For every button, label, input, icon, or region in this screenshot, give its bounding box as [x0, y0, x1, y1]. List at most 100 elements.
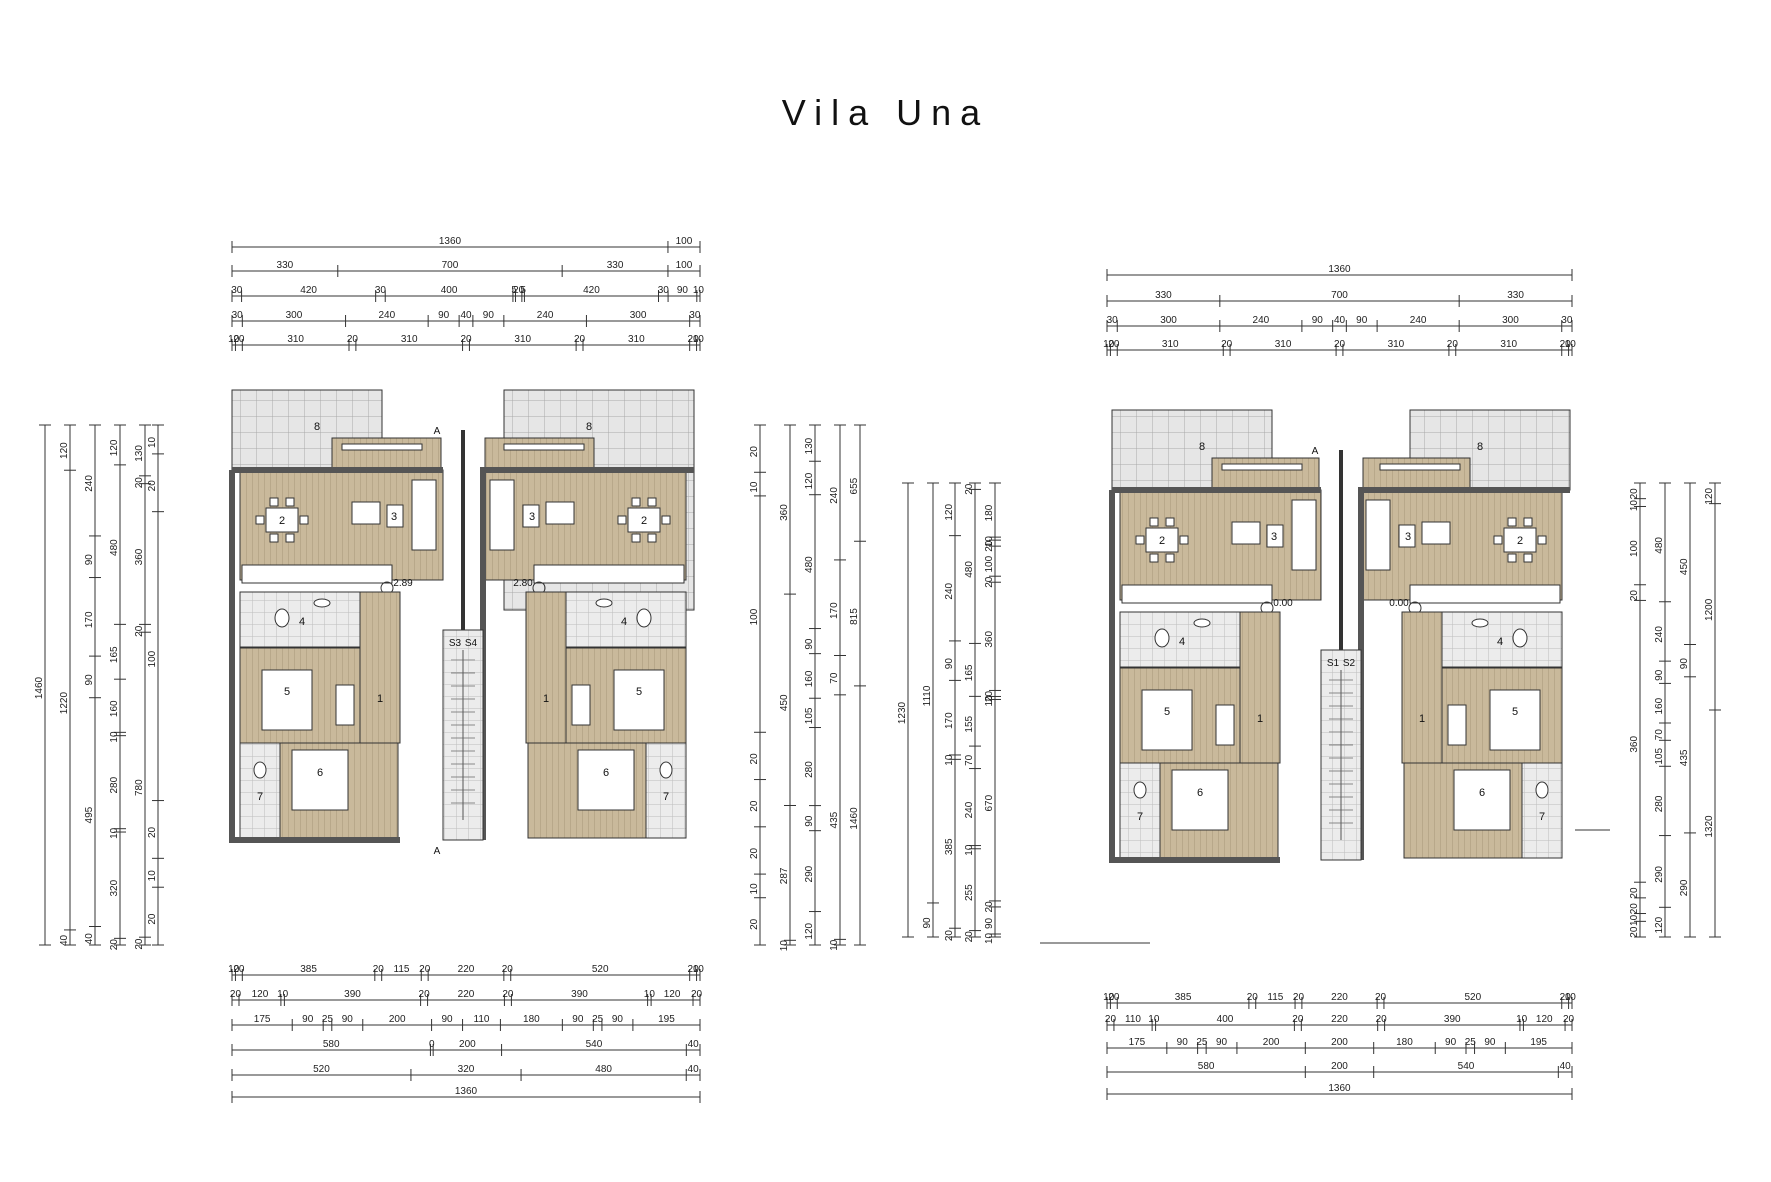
- dimension-label: 385: [300, 964, 317, 975]
- dimension-label: 10: [1565, 992, 1577, 1003]
- dimension-label: 435: [1679, 749, 1690, 766]
- dimension-label: 20: [147, 913, 158, 925]
- dimension-label: 90: [302, 1014, 314, 1025]
- dimension-label: 10: [693, 334, 705, 345]
- dimension-label: 390: [571, 989, 588, 1000]
- dimension-label: 20: [1293, 992, 1305, 1003]
- chair: [285, 497, 295, 507]
- dimension-label: 310: [628, 334, 645, 345]
- dimension-label: 310: [287, 334, 304, 345]
- dimension-label: 120: [252, 989, 269, 1000]
- dimension-label: 290: [1654, 866, 1665, 883]
- bathroom: [1441, 611, 1563, 668]
- dimension-label: 170: [829, 602, 840, 619]
- stair-label: S3: [449, 638, 462, 649]
- wc-room: [1119, 762, 1161, 859]
- level-label: 0.00: [1273, 598, 1293, 609]
- dimension-label: 360: [134, 548, 145, 565]
- dimension-label: 100: [984, 555, 995, 572]
- chair: [1135, 535, 1145, 545]
- room-number-hall: 1: [1419, 713, 1425, 725]
- dimension-label: 10: [984, 695, 995, 707]
- dimension-label: 220: [1331, 992, 1348, 1003]
- dimension-label: 10: [964, 844, 975, 856]
- dimension-label: 240: [84, 475, 95, 492]
- coffee-table: [386, 504, 404, 528]
- chair: [1523, 553, 1533, 563]
- dimension-label: 90: [84, 554, 95, 566]
- dimension-label: 450: [1679, 558, 1690, 575]
- chair: [269, 533, 279, 543]
- kitchen-counter: [533, 564, 685, 584]
- dimension-label: 300: [1502, 315, 1519, 326]
- dimension-label: 20: [230, 989, 242, 1000]
- dimension-label: 200: [389, 1014, 406, 1025]
- dimension-label: 700: [1331, 290, 1348, 301]
- exterior-wall: [229, 467, 443, 843]
- dimension-label: 20: [460, 334, 472, 345]
- dimension-label: 495: [84, 806, 95, 823]
- dimension-label: 90: [1216, 1037, 1228, 1048]
- dimension-label: 20: [502, 964, 514, 975]
- dimension-label: 40: [59, 934, 70, 946]
- dimension-label: 435: [829, 811, 840, 828]
- wc-room: [645, 742, 687, 839]
- dimension-label: 1320: [1704, 815, 1715, 838]
- dimension-label: 10: [228, 334, 240, 345]
- toilet-icon: [253, 761, 267, 779]
- fireplace: [341, 443, 423, 451]
- bed-double: [291, 749, 349, 811]
- dimension-label: 30: [231, 285, 243, 296]
- dimension-label: 255: [964, 884, 975, 901]
- bed-double: [1171, 769, 1229, 831]
- living-bay: [484, 437, 595, 473]
- dimension-label: 700: [442, 260, 459, 271]
- dimension-label: 10: [693, 964, 705, 975]
- dimension-label: 30: [689, 310, 701, 321]
- fireplace: [503, 443, 585, 451]
- dimension-label: 20: [419, 964, 431, 975]
- room-number-hall: 1: [1257, 713, 1263, 725]
- dimension-label: 240: [537, 310, 554, 321]
- dimension-label: 10: [1103, 339, 1115, 350]
- chair: [617, 515, 627, 525]
- dimension-label: 90: [483, 310, 495, 321]
- dimension-label: 195: [1530, 1037, 1547, 1048]
- living-bay: [331, 437, 442, 473]
- dimension-label: 200: [459, 1039, 476, 1050]
- dimension-label: 10: [693, 285, 705, 296]
- dimension-label: 10: [109, 827, 120, 839]
- dimension-label: 330: [1507, 290, 1524, 301]
- dimension-label: 90: [1312, 315, 1324, 326]
- room-number-terrace: 8: [1477, 441, 1483, 453]
- dimension-label: 20: [134, 625, 145, 637]
- dimension-label: 385: [1175, 992, 1192, 1003]
- dimension-label: 1360: [439, 236, 462, 247]
- dimension-label: 10: [644, 989, 656, 1000]
- dimension-label: 20: [1629, 903, 1640, 915]
- dimension-label: 10: [277, 989, 289, 1000]
- room-number-living: 3: [1405, 531, 1411, 543]
- dimension-label: 20: [1105, 1014, 1117, 1025]
- dimension-label: 540: [1458, 1061, 1475, 1072]
- dimension-label: 310: [1500, 339, 1517, 350]
- room-number-hall: 1: [543, 693, 549, 705]
- dimension-label: 100: [676, 260, 693, 271]
- sofa: [1365, 499, 1391, 571]
- level-label: 0.00: [1389, 598, 1409, 609]
- room-number-living: 3: [391, 511, 397, 523]
- chair: [631, 533, 641, 543]
- dimension-label: 20: [574, 334, 586, 345]
- bed-double: [577, 749, 635, 811]
- dimension-label: 160: [804, 670, 815, 687]
- toilet-icon: [659, 761, 673, 779]
- room-number-bedroom-6: 6: [603, 767, 609, 779]
- dimension-label: 20: [1375, 992, 1387, 1003]
- dimension-label: 90: [944, 658, 955, 670]
- dimension-label: 160: [109, 700, 120, 717]
- dimension-label: 120: [1654, 916, 1665, 933]
- room-number-bedroom-5: 5: [636, 686, 642, 698]
- dimension-label: 20: [134, 938, 145, 950]
- living-bay: [1362, 457, 1471, 493]
- dimension-label: 90: [804, 815, 815, 827]
